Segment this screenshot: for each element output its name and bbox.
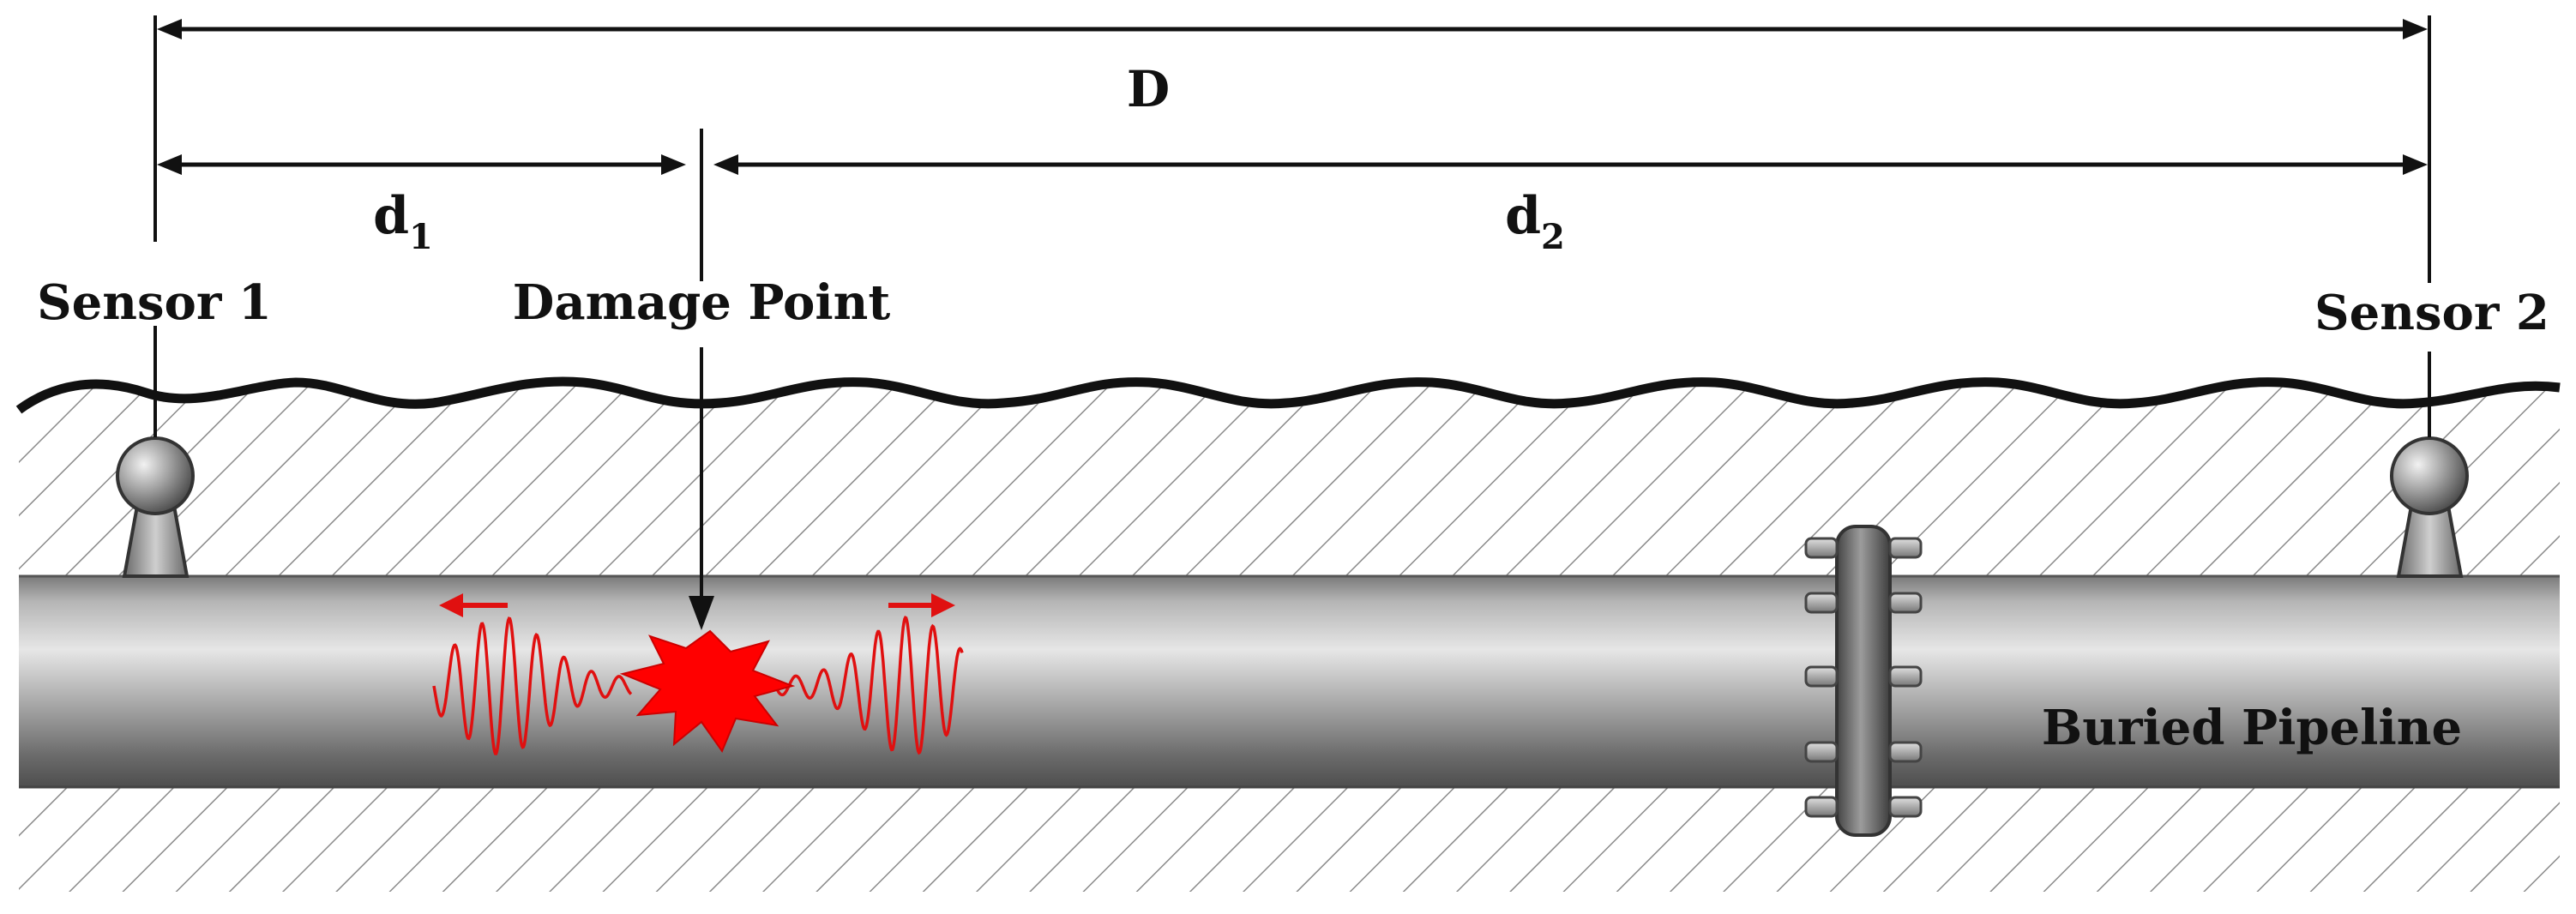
dimension-d2-arrow xyxy=(713,154,2428,175)
dimension-d1-arrow xyxy=(157,154,686,175)
label-d2: d2 xyxy=(1505,186,1565,257)
damage-burst-icon xyxy=(619,629,796,754)
label-sensor-1: Sensor 1 xyxy=(37,274,272,331)
label-d1-main: d xyxy=(373,186,409,246)
wave-left-icon xyxy=(432,616,633,755)
ground-surface xyxy=(15,376,2561,414)
label-D: D xyxy=(1127,60,1170,118)
sensor-1-icon xyxy=(116,436,195,578)
flange-icon xyxy=(1804,525,1923,837)
wave-direction-left-arrow xyxy=(439,593,508,617)
label-d1: d1 xyxy=(373,186,433,257)
sensor-2-icon xyxy=(2390,436,2469,578)
wave-right-icon xyxy=(773,615,964,755)
wave-direction-right-arrow xyxy=(888,593,955,617)
damage-point-arrow xyxy=(689,347,714,630)
label-d2-main: d xyxy=(1505,186,1541,246)
label-buried-pipeline: Buried Pipeline xyxy=(2042,700,2462,756)
extension-lines xyxy=(153,15,2431,437)
label-damage-point: Damage Point xyxy=(513,274,891,331)
buried-pipeline xyxy=(19,574,2560,789)
label-d1-sub: 1 xyxy=(409,217,433,257)
dimension-D-arrow xyxy=(157,19,2428,39)
label-d2-sub: 2 xyxy=(1541,217,1565,257)
label-sensor-2: Sensor 2 xyxy=(2314,285,2549,341)
